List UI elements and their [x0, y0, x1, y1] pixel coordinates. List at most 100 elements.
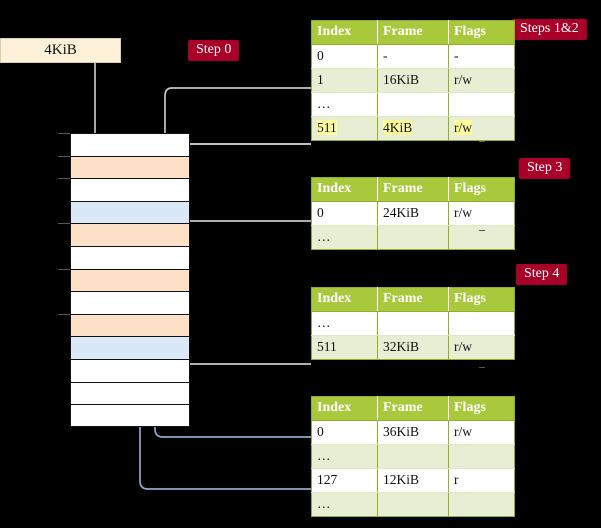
badge-step-4: Step 4	[516, 264, 568, 286]
table-cell-frame: 36KiB	[377, 420, 449, 445]
column-header-frame: Frame	[377, 396, 449, 421]
table-cell-frame: 24KiB	[377, 201, 449, 226]
table-cell-index: …	[311, 444, 378, 469]
table-row: …	[311, 444, 515, 469]
memory-frame-5	[70, 246, 190, 269]
badge-step-4-label: Step 4	[524, 266, 560, 281]
column-header-index: Index	[311, 20, 378, 45]
table-cell-index: …	[311, 92, 378, 117]
table-edge-tick-3	[479, 367, 485, 368]
highlighted-value: 4KiB	[383, 120, 413, 135]
badge-step-3-label: Step 3	[527, 160, 563, 175]
memory-frame-4	[70, 223, 190, 246]
table-cell-frame: 32KiB	[377, 335, 449, 360]
table-cell-frame	[377, 444, 449, 469]
memory-frame-tick-4	[58, 223, 70, 225]
column-header-flags: Flags	[448, 177, 515, 202]
badge-steps-1-2: Steps 1&2	[512, 19, 587, 41]
table-cell-frame	[377, 311, 449, 336]
table-cell-index: 0	[311, 201, 378, 226]
memory-frame-2	[70, 178, 190, 201]
table-cell-index: …	[311, 492, 378, 517]
table-cell-index: 0	[311, 44, 378, 69]
memory-frame-tick-1	[58, 155, 70, 157]
table-cell-flags: r/w	[448, 68, 515, 93]
table-row: 511 4KiB r/w	[311, 116, 515, 141]
highlighted-value: r/w	[454, 120, 472, 135]
memory-frame-9	[70, 336, 190, 359]
table-cell-index: 1	[311, 68, 378, 93]
table-cell-frame: 16KiB	[377, 68, 449, 93]
memory-frame-11	[70, 381, 190, 405]
column-header-frame: Frame	[377, 287, 449, 312]
table-cell-flags: r/w	[448, 116, 515, 141]
badge-steps-1-2-label: Steps 1&2	[520, 21, 579, 36]
table-cell-flags: r/w	[448, 420, 515, 445]
column-header-frame: Frame	[377, 20, 449, 45]
table-cell-frame	[377, 225, 449, 250]
memory-frame-tick-0	[58, 133, 70, 134]
table-cell-flags	[448, 92, 515, 117]
memory-frame-6	[70, 268, 190, 292]
memory-frame-1	[70, 155, 190, 179]
column-header-index: Index	[311, 396, 378, 421]
table-cell-frame: 4KiB	[377, 116, 449, 141]
table-cell-index: 511	[311, 335, 378, 360]
table-cell-frame: 12KiB	[377, 468, 449, 493]
memory-frame-12	[70, 404, 190, 427]
memory-frame-tick-2	[58, 178, 70, 180]
table-cell-flags	[448, 492, 515, 517]
table-cell-flags	[448, 225, 515, 250]
column-header-flags: Flags	[448, 20, 515, 45]
table-cell-flags: r/w	[448, 335, 515, 360]
table-cell-index: 0	[311, 420, 378, 445]
column-header-index: Index	[311, 177, 378, 202]
badge-step-3: Step 3	[519, 158, 571, 180]
table-cell-index: 511	[311, 116, 378, 141]
badge-step-0: Step 0	[188, 40, 240, 62]
table-edge-tick-2	[479, 230, 485, 231]
badge-step-0-label: Step 0	[196, 42, 232, 57]
table-cell-flags: -	[448, 44, 515, 69]
column-header-flags: Flags	[448, 396, 515, 421]
column-header-index: Index	[311, 287, 378, 312]
table-row: …	[311, 311, 515, 336]
memory-frame-10	[70, 359, 190, 382]
highlighted-value: 511	[317, 120, 337, 135]
table-row: …	[311, 492, 515, 517]
memory-frame-3	[70, 200, 190, 224]
table-cell-frame: -	[377, 44, 449, 69]
column-header-frame: Frame	[377, 177, 449, 202]
table-cell-flags	[448, 311, 515, 336]
table-cell-index: …	[311, 311, 378, 336]
memory-frame-tick-6	[58, 268, 70, 270]
table-cell-frame	[377, 492, 449, 517]
table-row: …	[311, 225, 515, 250]
table-cell-flags: r	[448, 468, 515, 493]
memory-frame-8	[70, 313, 190, 337]
memory-frame-7	[70, 291, 190, 314]
virtual-page-box: 4KiB	[0, 38, 121, 63]
physical-memory-frames	[70, 133, 190, 427]
memory-frame-0	[70, 133, 190, 156]
table-edge-tick-1	[479, 141, 485, 142]
column-header-flags: Flags	[448, 287, 515, 312]
table-cell-flags: r/w	[448, 201, 515, 226]
table-row: …	[311, 92, 515, 117]
table-cell-index: …	[311, 225, 378, 250]
table-row: 0--	[311, 44, 515, 69]
virtual-page-label: 4KiB	[44, 42, 77, 58]
